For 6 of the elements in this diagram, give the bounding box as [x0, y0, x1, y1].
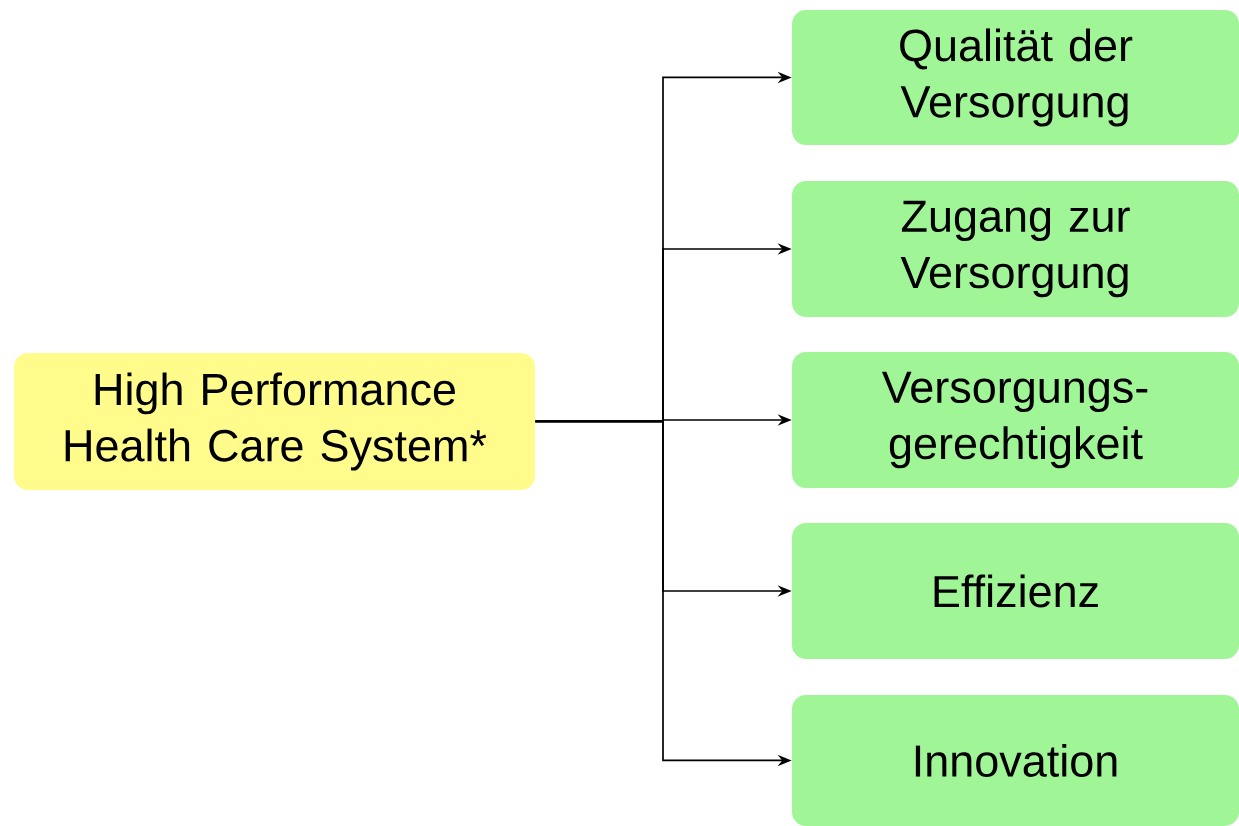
category-box: Zugang zur Versorgung [792, 181, 1239, 317]
category-box: Versorgungs-gerechtigkeit [792, 352, 1239, 488]
category-box: Qualität der Versorgung [792, 9, 1239, 145]
category-box: Effizienz [792, 523, 1239, 659]
root-box: High Performance Health Care System* [14, 352, 536, 490]
category-box: Innovation [792, 694, 1239, 826]
